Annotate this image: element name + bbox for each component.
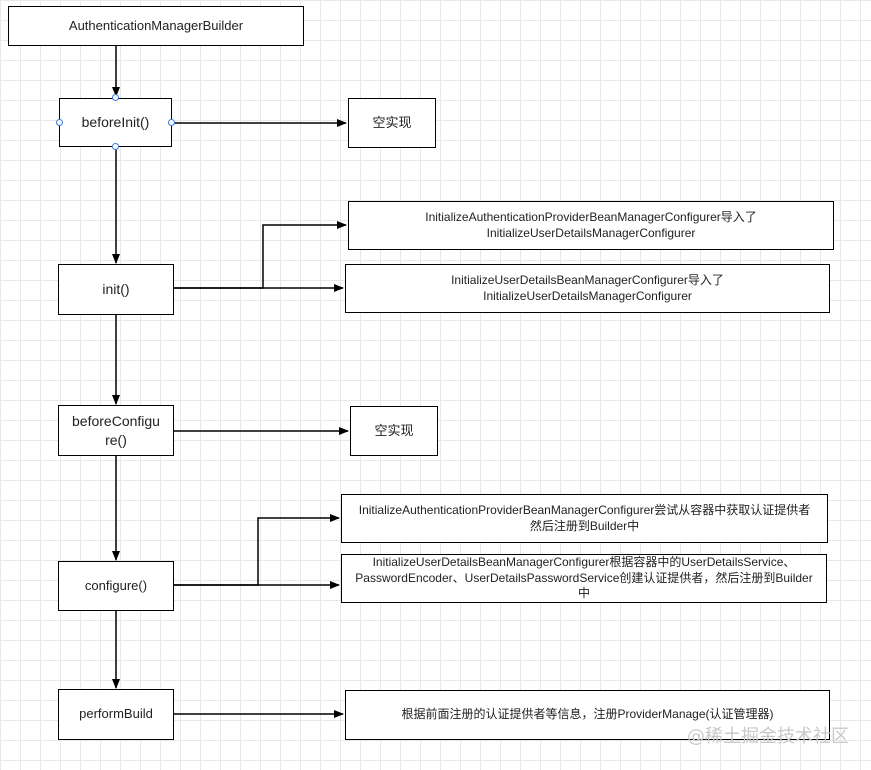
note-before-init-empty[interactable]: 空实现 xyxy=(348,98,436,148)
selection-handle-bottom[interactable] xyxy=(112,143,119,150)
node-init[interactable]: init() xyxy=(58,264,174,315)
note-label: 根据前面注册的认证提供者等信息，注册ProviderManage(认证管理器) xyxy=(401,707,774,722)
node-label: AuthenticationManagerBuilder xyxy=(68,17,244,33)
node-label: beforeInit() xyxy=(81,114,150,131)
note-configure-authentication-provider[interactable]: InitializeAuthenticationProviderBeanMana… xyxy=(341,494,828,543)
node-label: performBuild xyxy=(79,706,153,722)
note-label: 空实现 xyxy=(372,114,412,130)
node-label: init() xyxy=(102,281,130,298)
node-label: configure() xyxy=(84,577,148,593)
note-init-authentication-provider[interactable]: InitializeAuthenticationProviderBeanMana… xyxy=(348,201,834,250)
note-perform-build[interactable]: 根据前面注册的认证提供者等信息，注册ProviderManage(认证管理器) xyxy=(345,690,830,740)
note-before-configure-empty[interactable]: 空实现 xyxy=(350,406,438,456)
selection-handle-top[interactable] xyxy=(112,94,119,101)
note-label: InitializeAuthenticationProviderBeanMana… xyxy=(425,209,757,240)
watermark: @稀土掘金技术社区 xyxy=(687,726,849,747)
node-before-configure[interactable]: beforeConfigu re() xyxy=(58,405,174,456)
edge-configure-to-note-1 xyxy=(174,514,340,586)
note-init-user-details[interactable]: InitializeUserDetailsBeanManagerConfigur… xyxy=(345,264,830,313)
node-configure[interactable]: configure() xyxy=(58,561,174,611)
node-before-init[interactable]: beforeInit() xyxy=(59,98,172,147)
node-perform-build[interactable]: performBuild xyxy=(58,689,174,740)
node-authentication-manager-builder[interactable]: AuthenticationManagerBuilder xyxy=(8,6,304,46)
note-label: InitializeUserDetailsBeanManagerConfigur… xyxy=(451,272,724,303)
note-configure-user-details[interactable]: InitializeUserDetailsBeanManagerConfigur… xyxy=(341,554,827,603)
note-label: 空实现 xyxy=(374,422,414,438)
node-label: beforeConfigu re() xyxy=(72,413,160,448)
note-label: InitializeAuthenticationProviderBeanMana… xyxy=(358,502,811,533)
edge-init-to-note-1 xyxy=(174,221,347,289)
selection-handle-left[interactable] xyxy=(56,119,63,126)
note-label: InitializeUserDetailsBeanManagerConfigur… xyxy=(355,555,813,601)
selection-handle-right[interactable] xyxy=(168,119,175,126)
